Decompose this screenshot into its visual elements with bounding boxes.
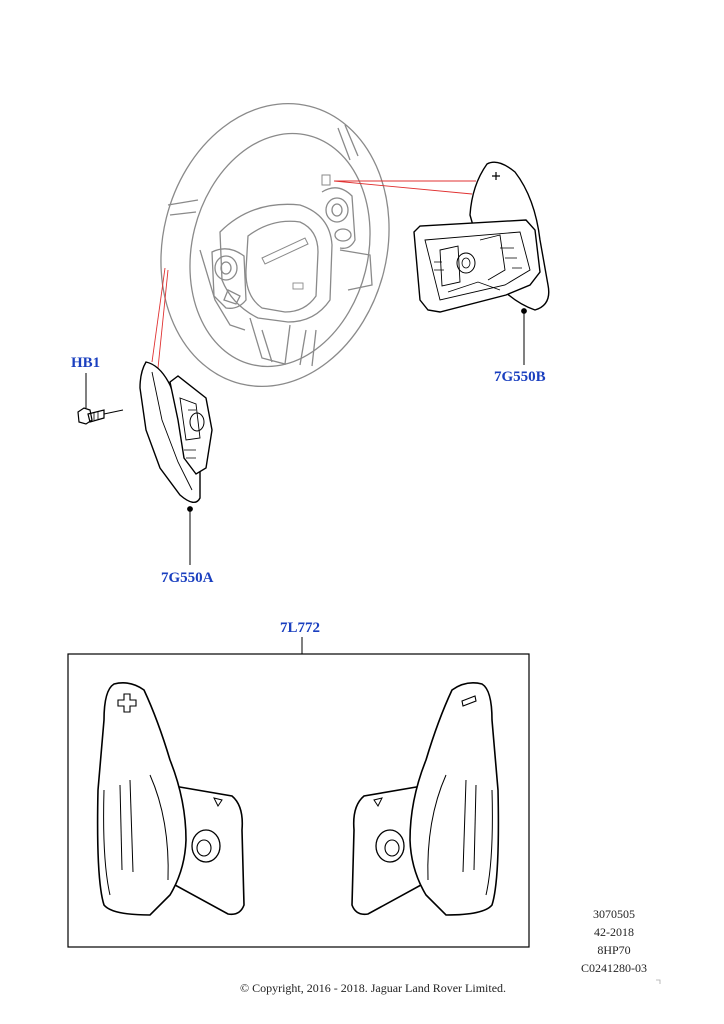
paddle-right-assembly bbox=[413, 161, 550, 365]
paddle-left-assembly bbox=[139, 361, 213, 565]
corner-mark bbox=[656, 979, 661, 984]
screw-hb1 bbox=[77, 373, 124, 425]
meta-code-3: 8HP70 bbox=[597, 943, 631, 957]
callout-7g550b: 7G550B bbox=[494, 369, 546, 385]
steering-wheel bbox=[160, 102, 390, 388]
leader-lines bbox=[151, 180, 476, 369]
kit-box bbox=[67, 637, 530, 948]
kit-paddle-plus bbox=[96, 682, 245, 916]
meta-code-2: 42-2018 bbox=[594, 925, 634, 939]
meta-code-4: C0241280-03 bbox=[581, 961, 647, 975]
callout-hb1: HB1 bbox=[71, 355, 101, 371]
copyright-text: © Copyright, 2016 - 2018. Jaguar Land Ro… bbox=[239, 981, 507, 995]
callout-7l772: 7L772 bbox=[280, 620, 321, 636]
kit-paddle-minus bbox=[351, 682, 500, 916]
meta-code-1: 3070505 bbox=[593, 907, 635, 921]
callout-7g550a: 7G550A bbox=[161, 570, 214, 586]
